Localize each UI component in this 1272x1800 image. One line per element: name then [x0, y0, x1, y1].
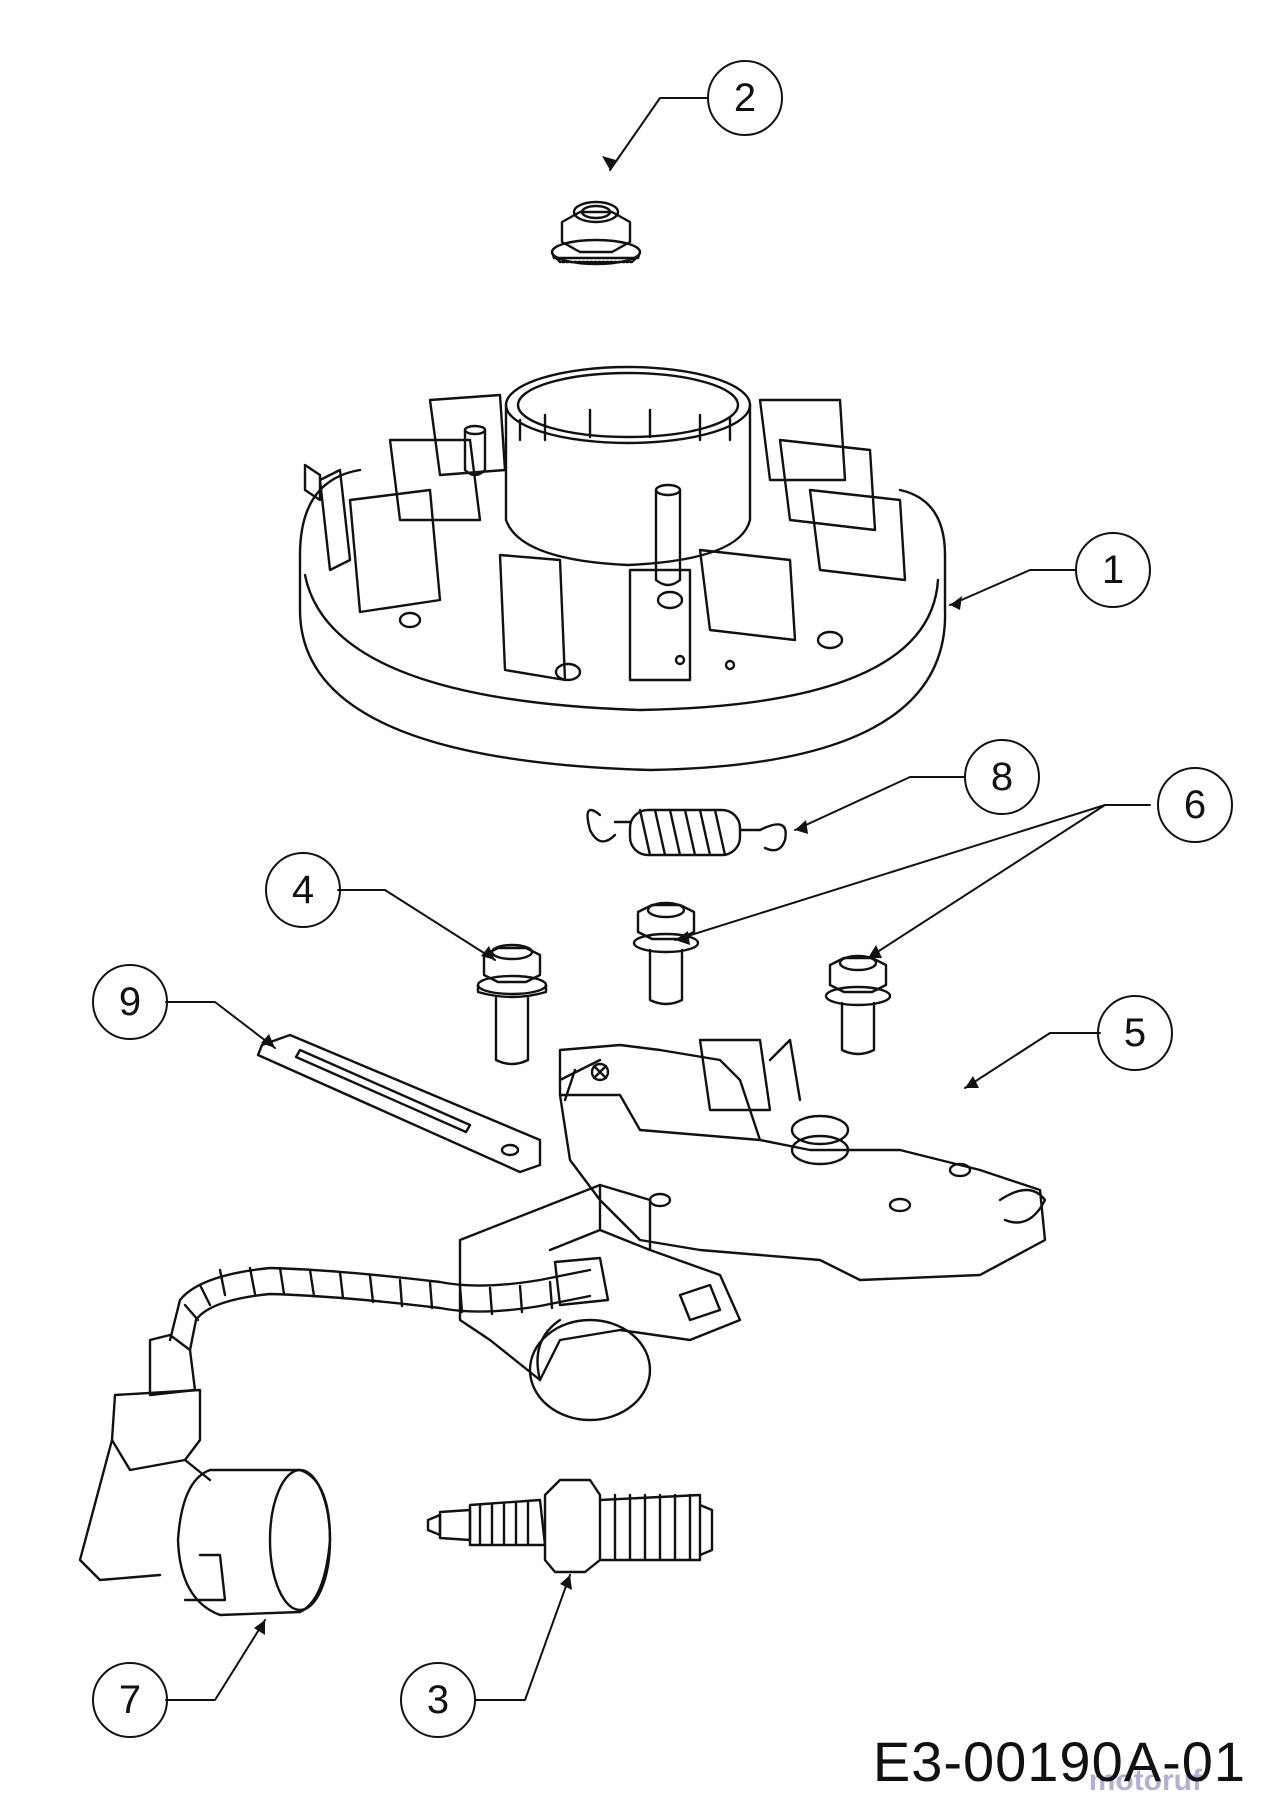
callout-circle-4: [265, 852, 341, 928]
leader-7: [165, 1619, 266, 1701]
leader-3: [474, 1574, 571, 1701]
callout-circle-9: [92, 964, 168, 1040]
leader-9: [165, 1001, 276, 1049]
watermark: motoruf: [1088, 1764, 1202, 1797]
spark-plug-boot-part: [78, 1333, 332, 1617]
drawing-code: E3-00190A-01: [872, 1730, 1246, 1793]
callout-label-1: 1: [1102, 548, 1124, 592]
bolt-part-6b: [824, 954, 892, 1056]
callout-circle-2: [707, 60, 783, 136]
brake-bracket-part: [558, 1038, 1047, 1282]
flywheel-nut-part: [550, 200, 642, 266]
ignition-coil-part: [458, 1183, 742, 1422]
leader-2: [609, 97, 709, 171]
leader-1: [949, 569, 1077, 606]
leader-4: [337, 889, 496, 961]
callout-label-7: 7: [119, 1678, 141, 1722]
callout-label-3: 3: [427, 1678, 449, 1722]
flywheel-part: [298, 365, 947, 772]
callout-label-6: 6: [1184, 783, 1206, 827]
leader-8: [794, 776, 966, 831]
leader-6a: [674, 804, 1151, 941]
callout-label-9: 9: [119, 980, 141, 1024]
callout-circle-1: [1075, 532, 1151, 608]
callout-circle-6: [1157, 767, 1233, 843]
spark-plug-part: [426, 1478, 714, 1574]
leader-6b: [867, 804, 1106, 959]
callout-circle-8: [964, 739, 1040, 815]
callout-label-8: 8: [991, 755, 1013, 799]
spring-part: [586, 808, 787, 857]
bolt-part-6a: [632, 901, 700, 1006]
bolt-part-4: [476, 943, 548, 1066]
strap-part: [256, 1033, 542, 1174]
leader-5: [964, 1032, 1101, 1089]
callout-label-2: 2: [734, 76, 756, 120]
callout-circle-3: [400, 1662, 476, 1738]
callout-label-5: 5: [1124, 1011, 1146, 1055]
ignition-cable-part: [168, 1256, 610, 1352]
callout-circle-5: [1097, 995, 1173, 1071]
callout-circle-7: [92, 1662, 168, 1738]
callout-label-4: 4: [292, 868, 314, 912]
